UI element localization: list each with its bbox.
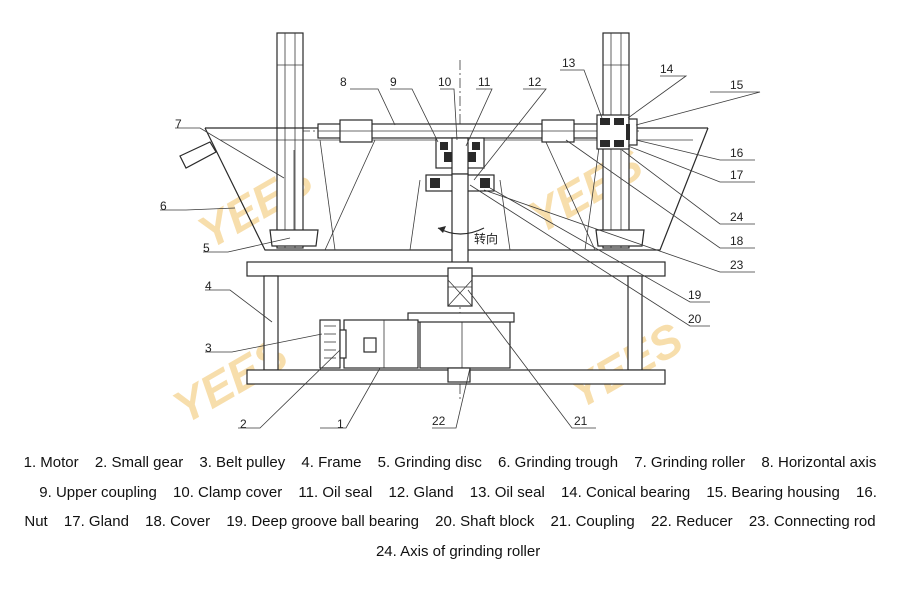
callout-14: 14 bbox=[660, 62, 674, 76]
legend-item-5: 5. Grinding disc bbox=[377, 454, 482, 471]
callout-11: 11 bbox=[478, 75, 491, 89]
legend-item-24: 24. Axis of grinding roller bbox=[375, 542, 541, 560]
callout-8: 8 bbox=[340, 75, 347, 89]
callout-15: 15 bbox=[730, 78, 744, 92]
callout-labels: 1 2 3 4 5 6 7 8 9 10 11 12 13 14 15 16 1… bbox=[160, 56, 744, 431]
callout-24: 24 bbox=[730, 210, 744, 224]
legend-item-9: 9. Upper coupling bbox=[39, 483, 157, 501]
callout-22: 22 bbox=[432, 414, 446, 428]
legend-item-6: 6. Grinding trough bbox=[498, 454, 619, 471]
callout-10: 10 bbox=[438, 75, 452, 89]
legend-item-21: 21. Coupling bbox=[550, 513, 635, 530]
legend-item-14: 14. Conical bearing bbox=[560, 483, 691, 501]
legend-item-17: 17. Gland bbox=[63, 513, 129, 530]
legend-item-18: 18. Cover bbox=[145, 513, 211, 530]
discharge-chute bbox=[179, 141, 217, 169]
coupling bbox=[447, 267, 473, 307]
legend-item-1: 1. Motor bbox=[23, 454, 79, 471]
callout-2: 2 bbox=[240, 417, 247, 431]
central-hub bbox=[435, 137, 485, 175]
callout-23: 23 bbox=[730, 258, 744, 272]
legend-item-11: 11. Oil seal bbox=[298, 483, 373, 501]
callout-20: 20 bbox=[688, 312, 702, 326]
legend-item-4: 4. Frame bbox=[301, 454, 362, 471]
legend-item-8: 8. Horizontal axis bbox=[761, 454, 877, 471]
bearing-housing-right bbox=[596, 114, 638, 150]
legend-item-15: 15. Bearing housing bbox=[706, 483, 840, 501]
legend-item-16: 16. Nut bbox=[24, 483, 877, 531]
callout-1: 1 bbox=[337, 417, 344, 431]
callout-18: 18 bbox=[730, 234, 744, 248]
legend-item-2: 2. Small gear bbox=[94, 454, 184, 471]
legend-item-23: 23. Connecting rod bbox=[748, 513, 876, 530]
legend-item-7: 7. Grinding roller bbox=[634, 454, 746, 471]
mill-assembly-drawing: YEES YEES YEES YEES bbox=[160, 32, 761, 434]
callout-21: 21 bbox=[574, 414, 588, 428]
grinding-roller-right bbox=[595, 229, 645, 247]
callout-3: 3 bbox=[205, 341, 212, 355]
legend-item-13: 13. Oil seal bbox=[469, 483, 545, 501]
rotation-arrow bbox=[437, 226, 485, 235]
motor bbox=[343, 319, 419, 369]
callout-6: 6 bbox=[160, 199, 167, 213]
legend-item-22: 22. Reducer bbox=[650, 513, 733, 530]
callout-13: 13 bbox=[562, 56, 576, 70]
legend-item-3: 3. Belt pulley bbox=[199, 454, 286, 471]
callout-9: 9 bbox=[390, 75, 397, 89]
leader-lines bbox=[160, 69, 761, 429]
callout-12: 12 bbox=[528, 75, 542, 89]
callout-16: 16 bbox=[730, 146, 744, 160]
main-shaft bbox=[451, 173, 469, 265]
legend-item-20: 20. Shaft block bbox=[435, 513, 535, 530]
legend-item-12: 12. Gland bbox=[388, 483, 454, 501]
rotation-label: 转向 bbox=[474, 231, 498, 246]
reducer bbox=[407, 312, 515, 383]
legend-item-19: 19. Deep groove ball bearing bbox=[226, 513, 419, 530]
callout-7: 7 bbox=[175, 117, 182, 131]
callout-5: 5 bbox=[203, 241, 210, 255]
callout-19: 19 bbox=[688, 288, 702, 302]
left-post bbox=[276, 32, 304, 249]
callout-4: 4 bbox=[205, 279, 212, 293]
belt-pulley bbox=[319, 319, 347, 369]
horizontal-axis bbox=[317, 119, 604, 143]
watermark-4: YEES bbox=[559, 312, 692, 419]
callout-17: 17 bbox=[730, 168, 744, 182]
legend-item-10: 10. Clamp cover bbox=[173, 483, 283, 501]
grinding-roller-left bbox=[269, 150, 319, 247]
parts-legend: 1. Motor 2. Small gear 3. Belt pulley 4.… bbox=[20, 448, 880, 566]
